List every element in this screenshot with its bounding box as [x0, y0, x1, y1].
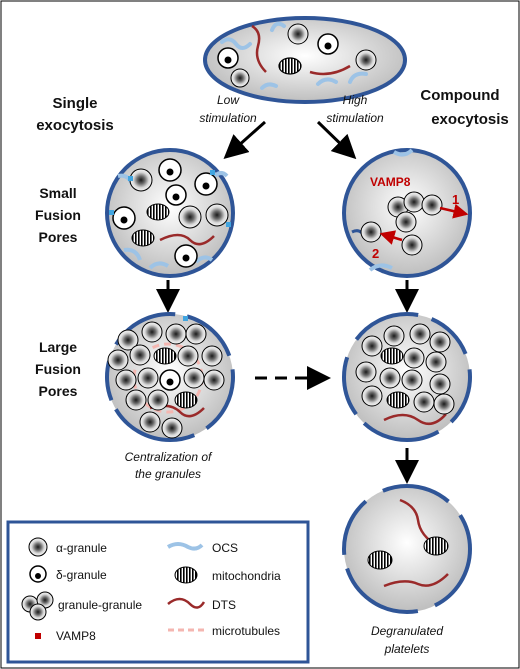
arrow-vamp8-2: [379, 230, 403, 245]
step1-label: 1: [452, 192, 459, 207]
svg-text:granule-granule: granule-granule: [58, 598, 142, 612]
legend-vamp8: VAMP8: [35, 629, 96, 643]
centralization-line1: Centralization of: [125, 450, 213, 464]
large-fusion-label: Fusion: [35, 361, 81, 377]
svg-text:δ-granule: δ-granule: [56, 568, 107, 582]
platelet-degranulated: [342, 484, 472, 614]
step2-label: 2: [372, 246, 379, 261]
vamp8-label: VAMP8: [370, 175, 411, 189]
legend-mitochondria: mitochondria: [174, 566, 281, 584]
low-label: Low: [217, 93, 240, 107]
high-label: High: [343, 93, 368, 107]
legend-dts: DTS: [167, 597, 236, 612]
legend: α-granule δ-granule granule-granule VAMP…: [6, 520, 310, 664]
legend-granule-granule: granule-granule: [21, 591, 142, 621]
legend-alpha-granule: α-granule: [28, 537, 107, 557]
arrow-low: [223, 120, 266, 159]
arrow-high: [316, 120, 357, 160]
high-stimulation-label: stimulation: [326, 111, 384, 125]
small-pores-label: Pores: [39, 229, 78, 245]
single-label: Single: [52, 95, 97, 112]
low-stimulation-label: stimulation: [199, 111, 257, 125]
centralization-line2: the granules: [135, 467, 201, 481]
svg-text:OCS: OCS: [212, 541, 238, 555]
platelet-compound-small-pores: VAMP8 1 2: [342, 148, 472, 278]
svg-text:DTS: DTS: [212, 598, 236, 612]
degranulated-line2: platelets: [384, 642, 430, 656]
degranulated-line1: Degranulated: [371, 624, 443, 638]
compound-exocytosis-label: exocytosis: [431, 111, 509, 128]
platelet-single-small-pores: [105, 148, 235, 278]
single-exocytosis-label: exocytosis: [36, 117, 114, 134]
platelet-compound-large-pores: [342, 312, 472, 442]
small-label: Small: [39, 185, 76, 201]
svg-text:mitochondria: mitochondria: [212, 569, 281, 583]
svg-text:VAMP8: VAMP8: [56, 629, 96, 643]
legend-microtubules: microtubules: [168, 624, 280, 638]
compound-label: Compound: [420, 87, 499, 104]
large-label: Large: [39, 339, 77, 355]
legend-delta-granule: δ-granule: [29, 565, 107, 583]
resting-platelet: [203, 16, 407, 104]
legend-ocs: OCS: [166, 541, 238, 555]
arrow-vamp8-1: [439, 203, 469, 219]
small-fusion-label: Fusion: [35, 207, 81, 223]
platelet-single-large-pores: [105, 312, 235, 442]
large-pores-label: Pores: [39, 383, 78, 399]
svg-text:microtubules: microtubules: [212, 624, 280, 638]
svg-text:α-granule: α-granule: [56, 541, 107, 555]
